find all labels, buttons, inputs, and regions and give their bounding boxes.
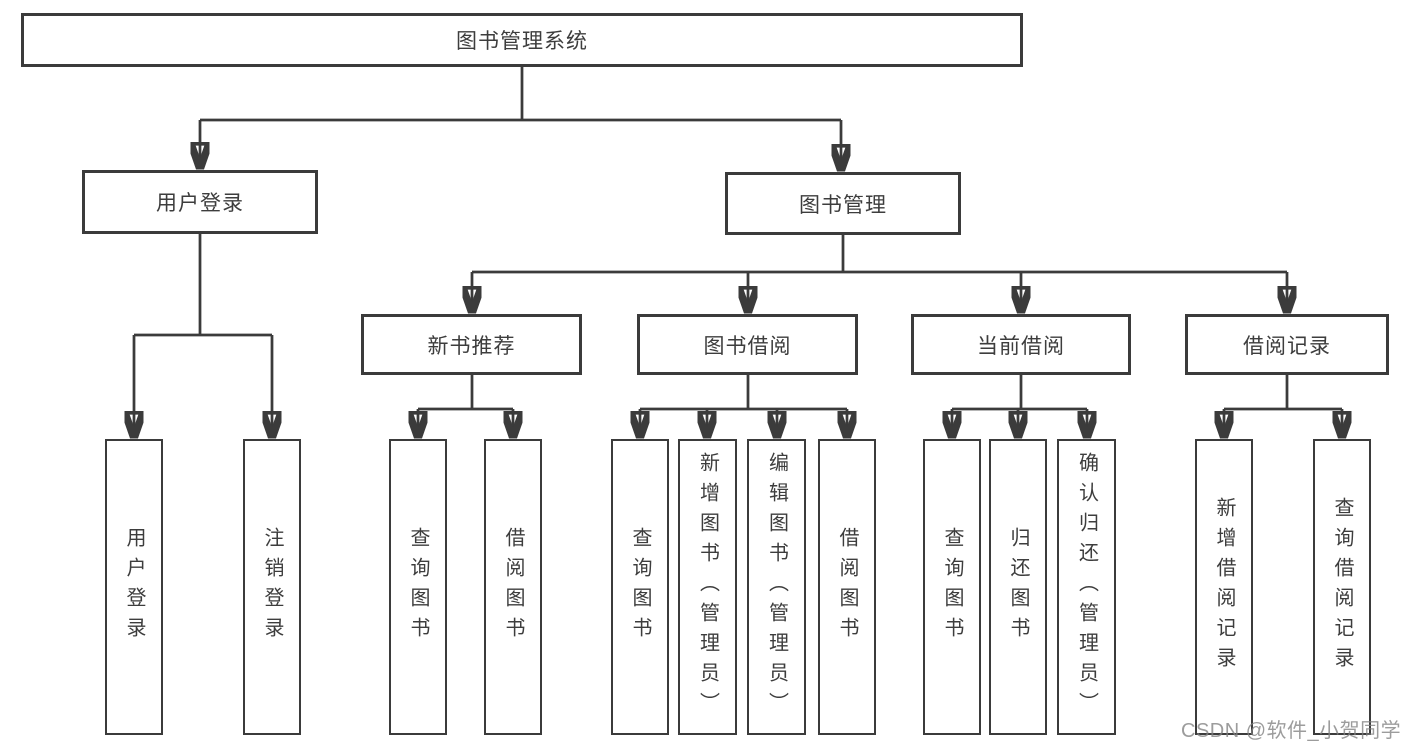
node-borrowing-records: 借阅记录 bbox=[1185, 314, 1389, 375]
leaf-borrowing-query-books-label: 查询图书 bbox=[629, 527, 651, 647]
node-current-borrowing: 当前借阅 bbox=[911, 314, 1131, 375]
csdn-watermark: CSDN @软件_小贺同学 bbox=[1181, 720, 1402, 742]
leaf-borrowing-edit-books-admin: 编辑图书（管理员） bbox=[747, 439, 806, 735]
leaf-records-query-record-label: 查询借阅记录 bbox=[1331, 497, 1353, 677]
leaf-records-add-record-label: 新增借阅记录 bbox=[1213, 497, 1235, 677]
leaf-recommend-query-books: 查询图书 bbox=[389, 439, 447, 735]
leaf-records-query-record: 查询借阅记录 bbox=[1313, 439, 1371, 735]
leaf-borrowing-add-books-admin-label: 新增图书（管理员） bbox=[696, 452, 719, 722]
leaf-logout-login-label: 注销登录 bbox=[261, 527, 283, 647]
leaf-current-confirm-return-admin-label: 确认归还（管理员） bbox=[1075, 452, 1098, 722]
leaf-user-login: 用户登录 bbox=[105, 439, 163, 735]
leaf-current-query-books-label: 查询图书 bbox=[941, 527, 963, 647]
node-new-book-recommend: 新书推荐 bbox=[361, 314, 582, 375]
leaf-current-confirm-return-admin: 确认归还（管理员） bbox=[1057, 439, 1116, 735]
leaf-logout-login: 注销登录 bbox=[243, 439, 301, 735]
node-user-login: 用户登录 bbox=[82, 170, 318, 234]
leaf-borrowing-query-books: 查询图书 bbox=[611, 439, 669, 735]
leaf-recommend-query-books-label: 查询图书 bbox=[407, 527, 429, 647]
node-book-management: 图书管理 bbox=[725, 172, 961, 235]
leaf-records-add-record: 新增借阅记录 bbox=[1195, 439, 1253, 735]
leaf-borrowing-borrow-books-label: 借阅图书 bbox=[836, 527, 858, 647]
leaf-borrowing-edit-books-admin-label: 编辑图书（管理员） bbox=[765, 452, 788, 722]
leaf-borrowing-add-books-admin: 新增图书（管理员） bbox=[678, 439, 737, 735]
node-root: 图书管理系统 bbox=[21, 13, 1023, 67]
leaf-current-return-books: 归还图书 bbox=[989, 439, 1047, 735]
leaf-borrowing-borrow-books: 借阅图书 bbox=[818, 439, 876, 735]
leaf-user-login-label: 用户登录 bbox=[123, 527, 145, 647]
leaf-recommend-borrow-books: 借阅图书 bbox=[484, 439, 542, 735]
leaf-current-return-books-label: 归还图书 bbox=[1007, 527, 1029, 647]
leaf-recommend-borrow-books-label: 借阅图书 bbox=[502, 527, 524, 647]
leaf-current-query-books: 查询图书 bbox=[923, 439, 981, 735]
node-book-borrowing: 图书借阅 bbox=[637, 314, 858, 375]
